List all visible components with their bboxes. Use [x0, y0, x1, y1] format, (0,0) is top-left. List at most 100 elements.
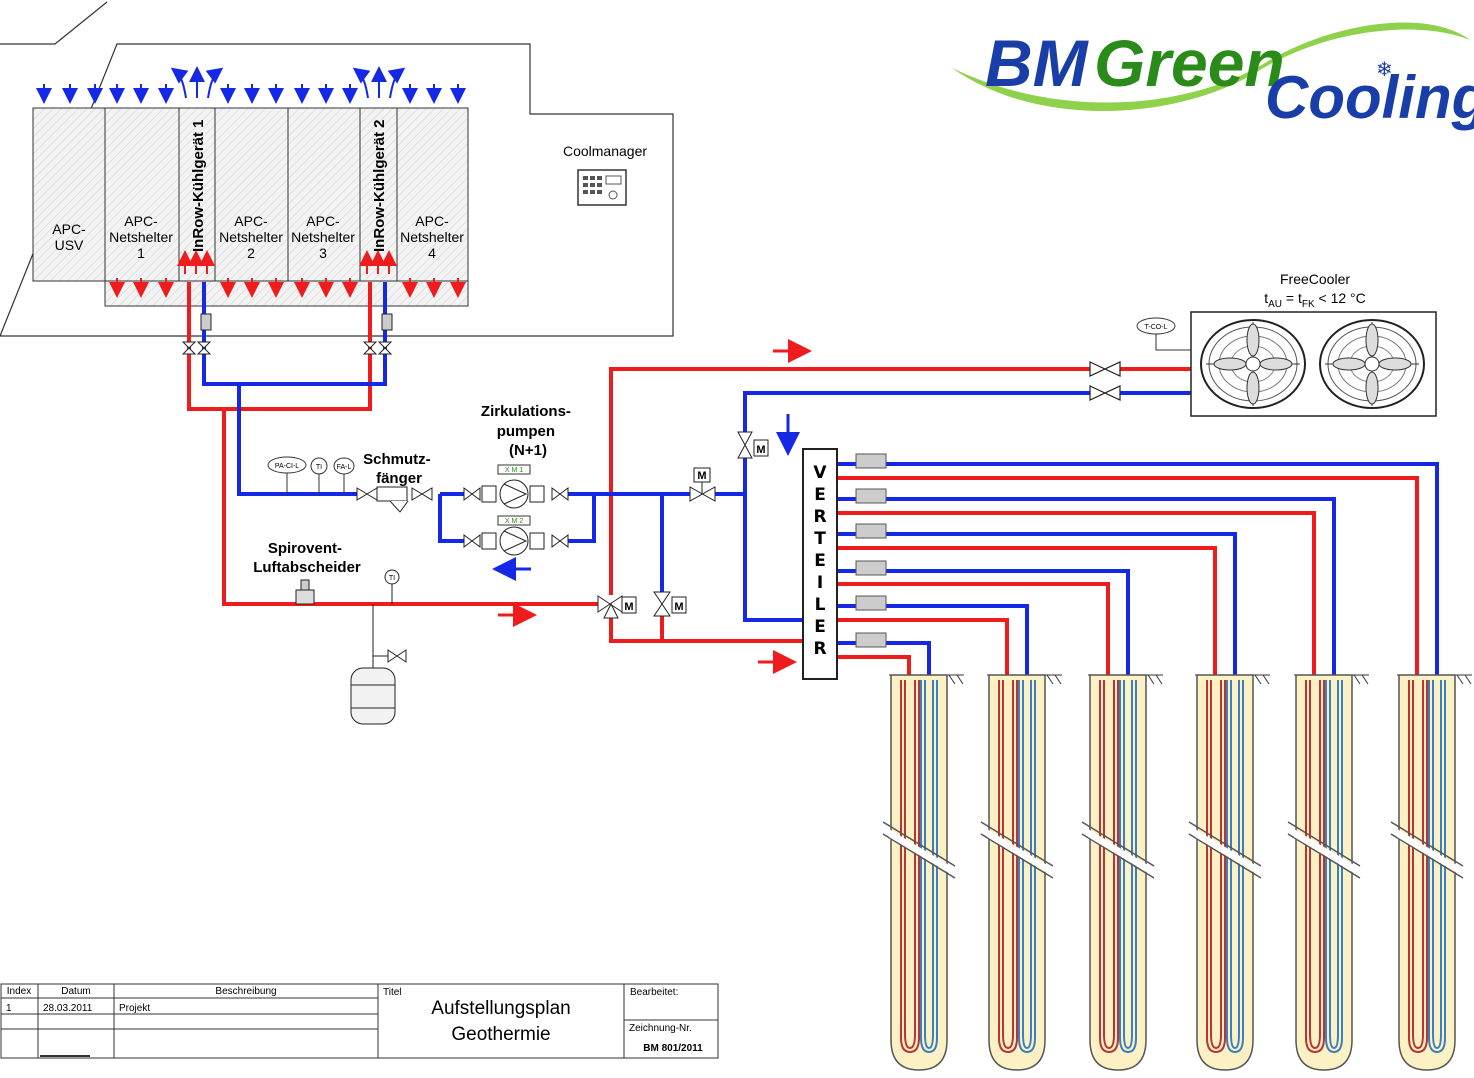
flow-meter-icon	[855, 523, 887, 539]
inrow-cooler-2-label: InRow-Kühlgerät 2	[371, 119, 388, 252]
pump-1-tag	[497, 464, 531, 475]
freecooler-title: FreeCooler	[1280, 271, 1350, 287]
borehole	[1081, 674, 1163, 1071]
header-datum: Datum	[61, 986, 90, 997]
distributor-letter: R	[813, 507, 826, 527]
cooler-valves	[181, 313, 393, 355]
freecooler-condition: tAU = tFK < 12 °C	[1264, 290, 1366, 310]
borehole	[1188, 674, 1270, 1071]
sensor-fa-label: FA-L	[337, 464, 352, 471]
temperature-sensor-icon	[1136, 317, 1176, 335]
rack-label-line: APC-	[52, 221, 86, 237]
sensor-ti-label: TI	[316, 464, 322, 471]
coolmanager-label: Coolmanager	[563, 143, 647, 159]
sensor-pa-label: PA-CI-L	[275, 463, 299, 470]
distributor-letter: V	[813, 463, 827, 483]
zeichnung-nr: BM 801/2011	[643, 1043, 703, 1054]
distributor-letter: E	[814, 485, 826, 505]
pump-1-icon	[499, 479, 529, 509]
motor-label: M	[756, 444, 765, 456]
borehole	[1287, 674, 1369, 1071]
distributor-letter: I	[817, 573, 823, 593]
motor-box	[671, 596, 687, 614]
flow-meter-icon	[855, 632, 887, 648]
distributor-letter: E	[814, 617, 826, 637]
snowflake-icon: ❄	[1376, 57, 1393, 81]
flow-sensor-icon	[333, 457, 355, 475]
instrument-sensors: PA-CI-L TI FA-L	[267, 456, 355, 494]
expansion-vessel	[350, 604, 407, 725]
hot-aisle	[104, 280, 469, 307]
fan-icon	[1319, 319, 1425, 409]
motor-label: M	[697, 470, 706, 482]
return-piping	[202, 282, 1193, 622]
coolmanager: Coolmanager	[563, 143, 647, 206]
header-index: Index	[7, 986, 31, 997]
title-block: Index Datum Beschreibung 1 28.03.2011 Pr…	[0, 983, 719, 1059]
room-outline	[0, 1, 674, 337]
pressure-sensor-icon	[267, 456, 307, 474]
title-block-frame	[0, 983, 719, 1059]
row-beschreibung: Projekt	[119, 1003, 150, 1014]
row-index: 1	[6, 1003, 12, 1014]
boreholes	[882, 674, 1472, 1071]
pumps-label-line: pumpen	[497, 423, 555, 440]
motor-box	[753, 439, 769, 457]
cond-eq: = t	[1282, 290, 1302, 306]
titel-label: Titel	[383, 987, 402, 998]
freecooler: FreeCooler tAU = tFK < 12 °C	[1136, 271, 1437, 417]
pumps-label-line: (N+1)	[509, 442, 547, 459]
motor-label: M	[674, 601, 683, 613]
controller-icon	[577, 169, 627, 206]
borehole	[1390, 674, 1472, 1071]
borehole	[980, 674, 1062, 1071]
row-datum: 28.03.2011	[43, 1003, 93, 1014]
cooler-discharge-arrows	[170, 66, 406, 99]
pumps-label: Zirkulations- pumpen (N+1)	[481, 403, 575, 459]
strainer-label: Schmutz- fänger	[363, 451, 435, 487]
cond-sub-au: AU	[1268, 299, 1282, 310]
zeichnung-label: Zeichnung-Nr.	[629, 1023, 692, 1034]
inrow-cooler-1-label: InRow-Kühlgerät 1	[190, 119, 207, 252]
pump-2-icon	[499, 526, 529, 556]
logo-word-green: Green	[1094, 26, 1285, 100]
pump-2-label: X M 2	[505, 518, 523, 525]
flow-meter-icon	[855, 453, 887, 469]
flow-meter-icon	[855, 488, 887, 504]
drawing-title-line2: Geothermie	[451, 1024, 550, 1045]
pump-2-tag	[497, 515, 531, 526]
thermometer-icon	[310, 457, 328, 475]
distributor-box	[802, 448, 838, 680]
strainer-label-line: Schmutz-	[363, 451, 431, 468]
flow-meter-icon	[855, 560, 887, 576]
pumps-label-line: Zirkulations-	[481, 403, 571, 420]
strainer-label-line: fänger	[376, 470, 422, 487]
cold-air-arrows	[36, 84, 466, 104]
flow-meter-icon	[855, 595, 887, 611]
separator-label: Spirovent- Luftabscheider	[253, 540, 361, 576]
motor-labels: M M M M	[624, 444, 765, 613]
distributor-letter: R	[813, 639, 826, 659]
air-separator	[295, 569, 400, 605]
distributor-letter: T	[814, 529, 826, 549]
strainer-icon	[356, 486, 433, 513]
separator-label-line: Luftabscheider	[253, 559, 361, 576]
logo-word-cooling: Cooling	[1265, 64, 1474, 131]
pump-1-label: X M 1	[505, 467, 523, 474]
logo-word-bm: BM	[985, 26, 1090, 100]
distributor-letter: L	[815, 595, 826, 615]
borehole-connections	[836, 462, 1439, 680]
fan-icon	[1200, 319, 1306, 409]
separator-label-line: Spirovent-	[268, 540, 342, 557]
freecooler-valves	[1089, 361, 1121, 401]
sensor-ti-label-2: TI	[389, 575, 395, 582]
thermometer-icon	[384, 569, 400, 585]
flow-direction-arrows	[492, 339, 812, 674]
cooler-intake-arrows	[177, 250, 397, 274]
